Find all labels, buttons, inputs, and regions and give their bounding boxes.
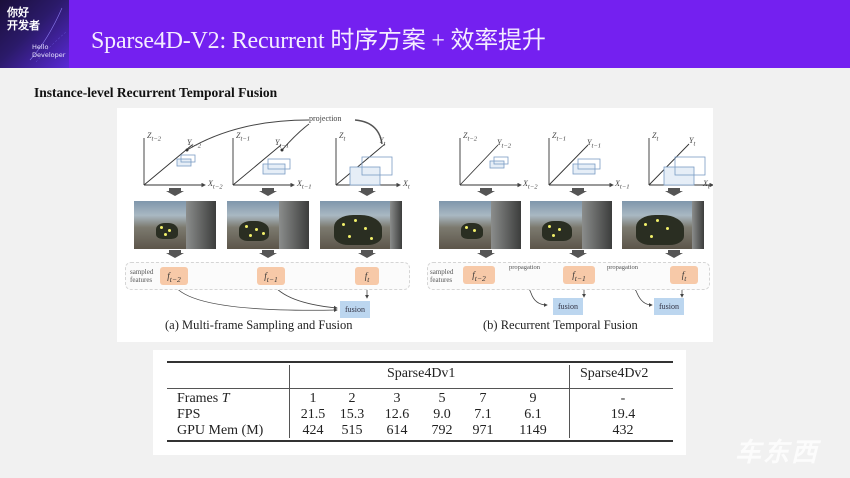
table-cell: 19.4 — [610, 407, 636, 422]
axis-label-x: Xt−1 — [297, 179, 312, 191]
table-cell: 7.1 — [474, 407, 492, 422]
feature-node: ft−1 — [257, 267, 285, 285]
axis-label-x: Xt — [403, 179, 410, 191]
table-cell: 12.6 — [384, 407, 410, 422]
fusion-node: fusion — [553, 298, 583, 315]
logo-cn-line1: 你好 — [7, 6, 29, 19]
section-title: Instance-level Recurrent Temporal Fusion — [34, 85, 278, 100]
axis-label-y: Yt−1 — [587, 138, 602, 150]
table-cell: 9.0 — [433, 407, 451, 422]
table-cell: 1149 — [519, 423, 547, 438]
table-header-v1: Sparse4Dv1 — [387, 366, 456, 381]
table-cell: 5 — [438, 391, 446, 406]
table-cell: 515 — [341, 423, 363, 438]
axis-label-y: Yt−2 — [497, 138, 512, 150]
table-header-v2: Sparse4Dv2 — [580, 366, 649, 381]
feature-node: ft−2 — [160, 267, 188, 285]
table-cell: 21.5 — [300, 407, 326, 422]
figure-caption-b: (b) Recurrent Temporal Fusion — [483, 318, 638, 332]
table-cell: 614 — [386, 423, 408, 438]
axis-label-z: Zt−1 — [552, 131, 567, 143]
table-divider — [569, 365, 570, 438]
camera-frame-image — [320, 201, 402, 249]
table-cell: 792 — [431, 423, 453, 438]
table-top-rule — [167, 361, 673, 363]
feature-node: ft — [355, 267, 379, 285]
axis-label-y: Yt — [689, 136, 696, 148]
camera-frame-image — [227, 201, 309, 249]
table-cell: 6.1 — [524, 407, 542, 422]
camera-frame-image — [622, 201, 704, 249]
axis-label-x: Xt — [703, 179, 710, 191]
camera-frame-image — [134, 201, 216, 249]
figure-caption-a: (a) Multi-frame Sampling and Fusion — [165, 318, 353, 332]
axis-label-z: Zt — [339, 131, 346, 143]
axis-label-y: Yt−2 — [187, 138, 202, 150]
axis-label-z: Zt — [652, 131, 659, 143]
feature-node: ft−2 — [463, 266, 495, 284]
table-cell: 971 — [472, 423, 494, 438]
table-cell: 424 — [302, 423, 324, 438]
row-label-gpu-mem: GPU Mem (M) — [177, 423, 264, 438]
row-label-fps: FPS — [177, 407, 201, 422]
logo-cn-line2: 开发者 — [7, 19, 40, 32]
logo-en-line2: Developer — [32, 51, 66, 59]
feature-node: ft — [670, 266, 698, 284]
axis-label-z: Zt−2 — [147, 131, 162, 143]
camera-frame-image — [530, 201, 612, 249]
axis-label-x: Xt−2 — [208, 179, 223, 191]
table-cell: - — [620, 391, 626, 406]
axis-label-z: Zt−1 — [236, 131, 251, 143]
hello-developer-logo: 你好 开发者 Hello Developer — [0, 0, 69, 68]
axis-label-y: Yt — [379, 136, 386, 148]
watermark-logo: 车东西 — [735, 438, 820, 468]
figure-lines — [143, 119, 713, 313]
projection-label: projection — [309, 114, 342, 123]
camera-frame-image — [439, 201, 521, 249]
logo-en-line1: Hello — [32, 43, 49, 51]
table-cell: 432 — [612, 423, 634, 438]
table-cell: 2 — [348, 391, 356, 406]
table-cell: 9 — [529, 391, 537, 406]
feature-node: ft−1 — [563, 266, 595, 284]
axis-label-z: Zt−2 — [463, 131, 478, 143]
table-cell: 3 — [393, 391, 401, 406]
propagation-label: propagation — [509, 264, 541, 271]
row-label-frames: Frames T — [177, 391, 230, 406]
axis-label-x: Xt−2 — [523, 179, 538, 191]
propagation-label: propagation — [607, 264, 639, 271]
table-cell: 7 — [479, 391, 487, 406]
fusion-node: fusion — [654, 298, 684, 315]
slide-header: 你好 开发者 Hello Developer Sparse4D-V2: Recu… — [0, 0, 850, 68]
architecture-figure: projection Zt−2 Yt−2 Xt−2 Zt−1 Yt−1 Xt−1… — [117, 108, 713, 342]
table-cell: 15.3 — [339, 407, 365, 422]
slide-title: Sparse4D-V2: Recurrent 时序方案 + 效率提升 — [91, 28, 546, 54]
axis-label-x: Xt−1 — [615, 179, 630, 191]
logo-curve-decoration — [29, 7, 67, 63]
table-divider — [289, 365, 290, 438]
comparison-table: Sparse4Dv1 Sparse4Dv2 Frames T 1 2 3 5 7… — [153, 350, 686, 455]
axis-label-y: Yt−1 — [275, 138, 290, 150]
fusion-node: fusion — [340, 301, 370, 318]
table-bottom-rule — [167, 440, 673, 442]
table-cell: 1 — [309, 391, 317, 406]
table-mid-rule — [167, 388, 673, 389]
